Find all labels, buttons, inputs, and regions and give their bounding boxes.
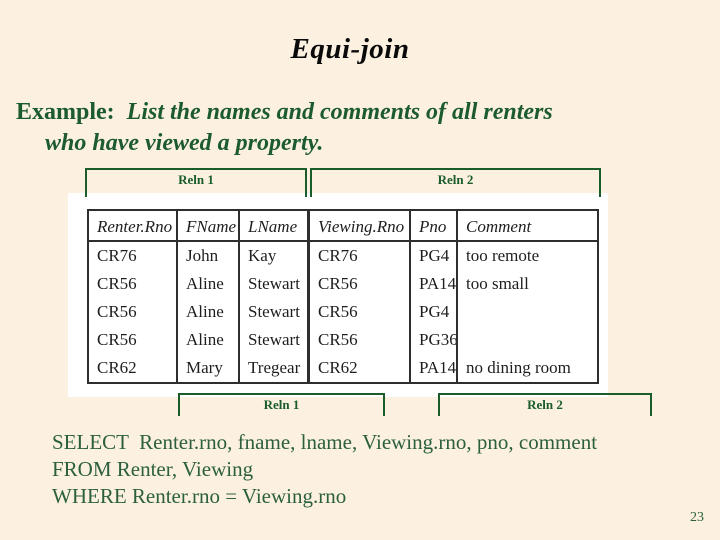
example-label: Example: [16, 99, 115, 125]
reln2-bottom-label: Reln 2 [527, 397, 563, 412]
reln1-bottom-bracket: Reln 1 [178, 393, 385, 416]
example-text-line2: who have viewed a property. [45, 130, 324, 156]
table-cell: Stewart [240, 326, 310, 354]
table-cell: Aline [178, 270, 240, 298]
table-cell: too remote [466, 246, 540, 265]
table-cell: PG4 [411, 298, 458, 326]
reln2-top-label: Reln 2 [437, 172, 474, 187]
table-cell: Kay [240, 242, 310, 270]
table-cell: no dining room [466, 358, 571, 377]
table-cell: CR56 [89, 326, 178, 354]
header-cell-comment: Comment [458, 211, 597, 242]
sql-from-line: FROM Renter, Viewing [52, 457, 254, 481]
table-cell: CR62 [89, 354, 178, 382]
table-cell: CR56 [89, 298, 178, 326]
table-cell: Stewart [240, 298, 310, 326]
table-cell: John [178, 242, 240, 270]
example-text-line1: List the names and comments of all rente… [126, 99, 553, 125]
reln1-bottom-label: Reln 1 [263, 397, 300, 412]
table-cell: Aline [178, 326, 240, 354]
table-cell: PG36 [411, 326, 458, 354]
header-cell-lname: LName [240, 211, 310, 242]
table-cell: too small [466, 274, 529, 293]
table-cell: Mary [178, 354, 240, 382]
table-cell: Stewart [240, 270, 310, 298]
sql-where-line: WHERE Renter.rno = Viewing.rno [52, 484, 347, 508]
reln2-bottom-bracket: Reln 2 [438, 393, 652, 416]
reln2-top-bracket: Reln 2 [310, 168, 601, 197]
table-cell: Tregear [240, 354, 310, 382]
table-cell: CR76 [89, 242, 178, 270]
table-cell [458, 326, 597, 354]
table-cell: CR56 [310, 270, 411, 298]
table-cell: PG4 [411, 242, 458, 270]
reln1-top-label: Reln 1 [178, 172, 214, 187]
table-cell: CR76 [310, 242, 411, 270]
example-line1: Example: List the names and comments of a… [16, 97, 706, 128]
table-cell: Aline [178, 298, 240, 326]
slide-title: Equi-join [290, 33, 410, 65]
header-cell-renter-rno: Renter.Rno [89, 211, 178, 242]
sql-select-line: SELECT Renter.rno, fname, lname, Viewing… [52, 430, 598, 454]
header-cell-pno: Pno [411, 211, 458, 242]
join-result-table: Renter.Rno FName LName Viewing.Rno Pno C… [87, 209, 599, 384]
header-cell-fname: FName [178, 211, 240, 242]
table-cell: CR56 [89, 270, 178, 298]
header-cell-viewing-rno: Viewing.Rno [310, 211, 411, 242]
table-cell [458, 298, 597, 326]
table-cell: PA14 [411, 354, 458, 382]
example-paragraph: Example: List the names and comments of a… [16, 97, 706, 159]
sql-query: SELECT Renter.rno, fname, lname, Viewing… [52, 429, 597, 510]
table-cell: CR56 [310, 326, 411, 354]
page-number: 23 [690, 510, 704, 525]
table-cell: CR62 [310, 354, 411, 382]
reln1-top-bracket: Reln 1 [85, 168, 307, 197]
table-cell: PA14 [411, 270, 458, 298]
table-cell: CR56 [310, 298, 411, 326]
